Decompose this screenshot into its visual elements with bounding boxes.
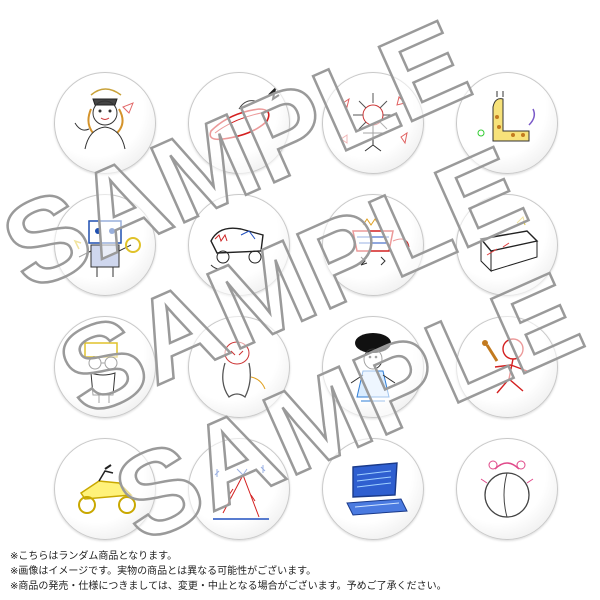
giraffe-drawing-icon	[477, 91, 536, 142]
afro-figure-drawing-icon	[350, 333, 396, 402]
badge-9	[54, 316, 156, 418]
girl-drawing-icon	[74, 88, 134, 150]
red-loop-drawing-icon	[209, 85, 280, 141]
laptop-drawing-icon	[346, 462, 408, 516]
flower-figure-drawing-icon	[340, 93, 408, 152]
glasses-man-drawing-icon	[84, 342, 118, 403]
box-car-drawing-icon	[479, 216, 539, 273]
note-random: ※こちらはランダム商品となります。	[10, 551, 178, 562]
badge-5	[54, 194, 156, 296]
disclaimer-notes: ※こちらはランダム商品となります。 ※画像はイメージです。実物の商品とは異なる可…	[10, 549, 590, 594]
badge-7	[322, 194, 424, 296]
badge-11	[322, 316, 424, 418]
note-image: ※画像はイメージです。実物の商品とは異なる可能性がございます。	[10, 566, 317, 577]
badge-12	[456, 316, 558, 418]
note-release: ※商品の発売・仕様につきましては、変更・中止となる場合がございます。予めご了承く…	[10, 581, 447, 592]
badge-15	[322, 438, 424, 540]
badge-13	[54, 438, 156, 540]
robot-drawing-icon	[73, 220, 141, 277]
fireworks-drawing-icon	[213, 465, 269, 520]
monster-car-drawing-icon	[210, 227, 264, 270]
ghost-drawing-icon	[222, 341, 266, 398]
badge-1	[54, 72, 156, 174]
badge-3	[322, 72, 424, 174]
badge-2	[188, 72, 290, 174]
motorbike-drawing-icon	[78, 464, 136, 514]
badge-14	[188, 438, 290, 540]
badge-grid	[48, 70, 558, 540]
badge-6	[188, 194, 290, 296]
badge-8	[456, 194, 558, 296]
ball-creature-drawing-icon	[480, 460, 534, 518]
badge-16	[456, 438, 558, 540]
badge-4	[456, 72, 558, 174]
robot-ship-drawing-icon	[352, 218, 410, 266]
badge-10	[188, 316, 290, 418]
runner-drawing-icon	[482, 338, 528, 394]
